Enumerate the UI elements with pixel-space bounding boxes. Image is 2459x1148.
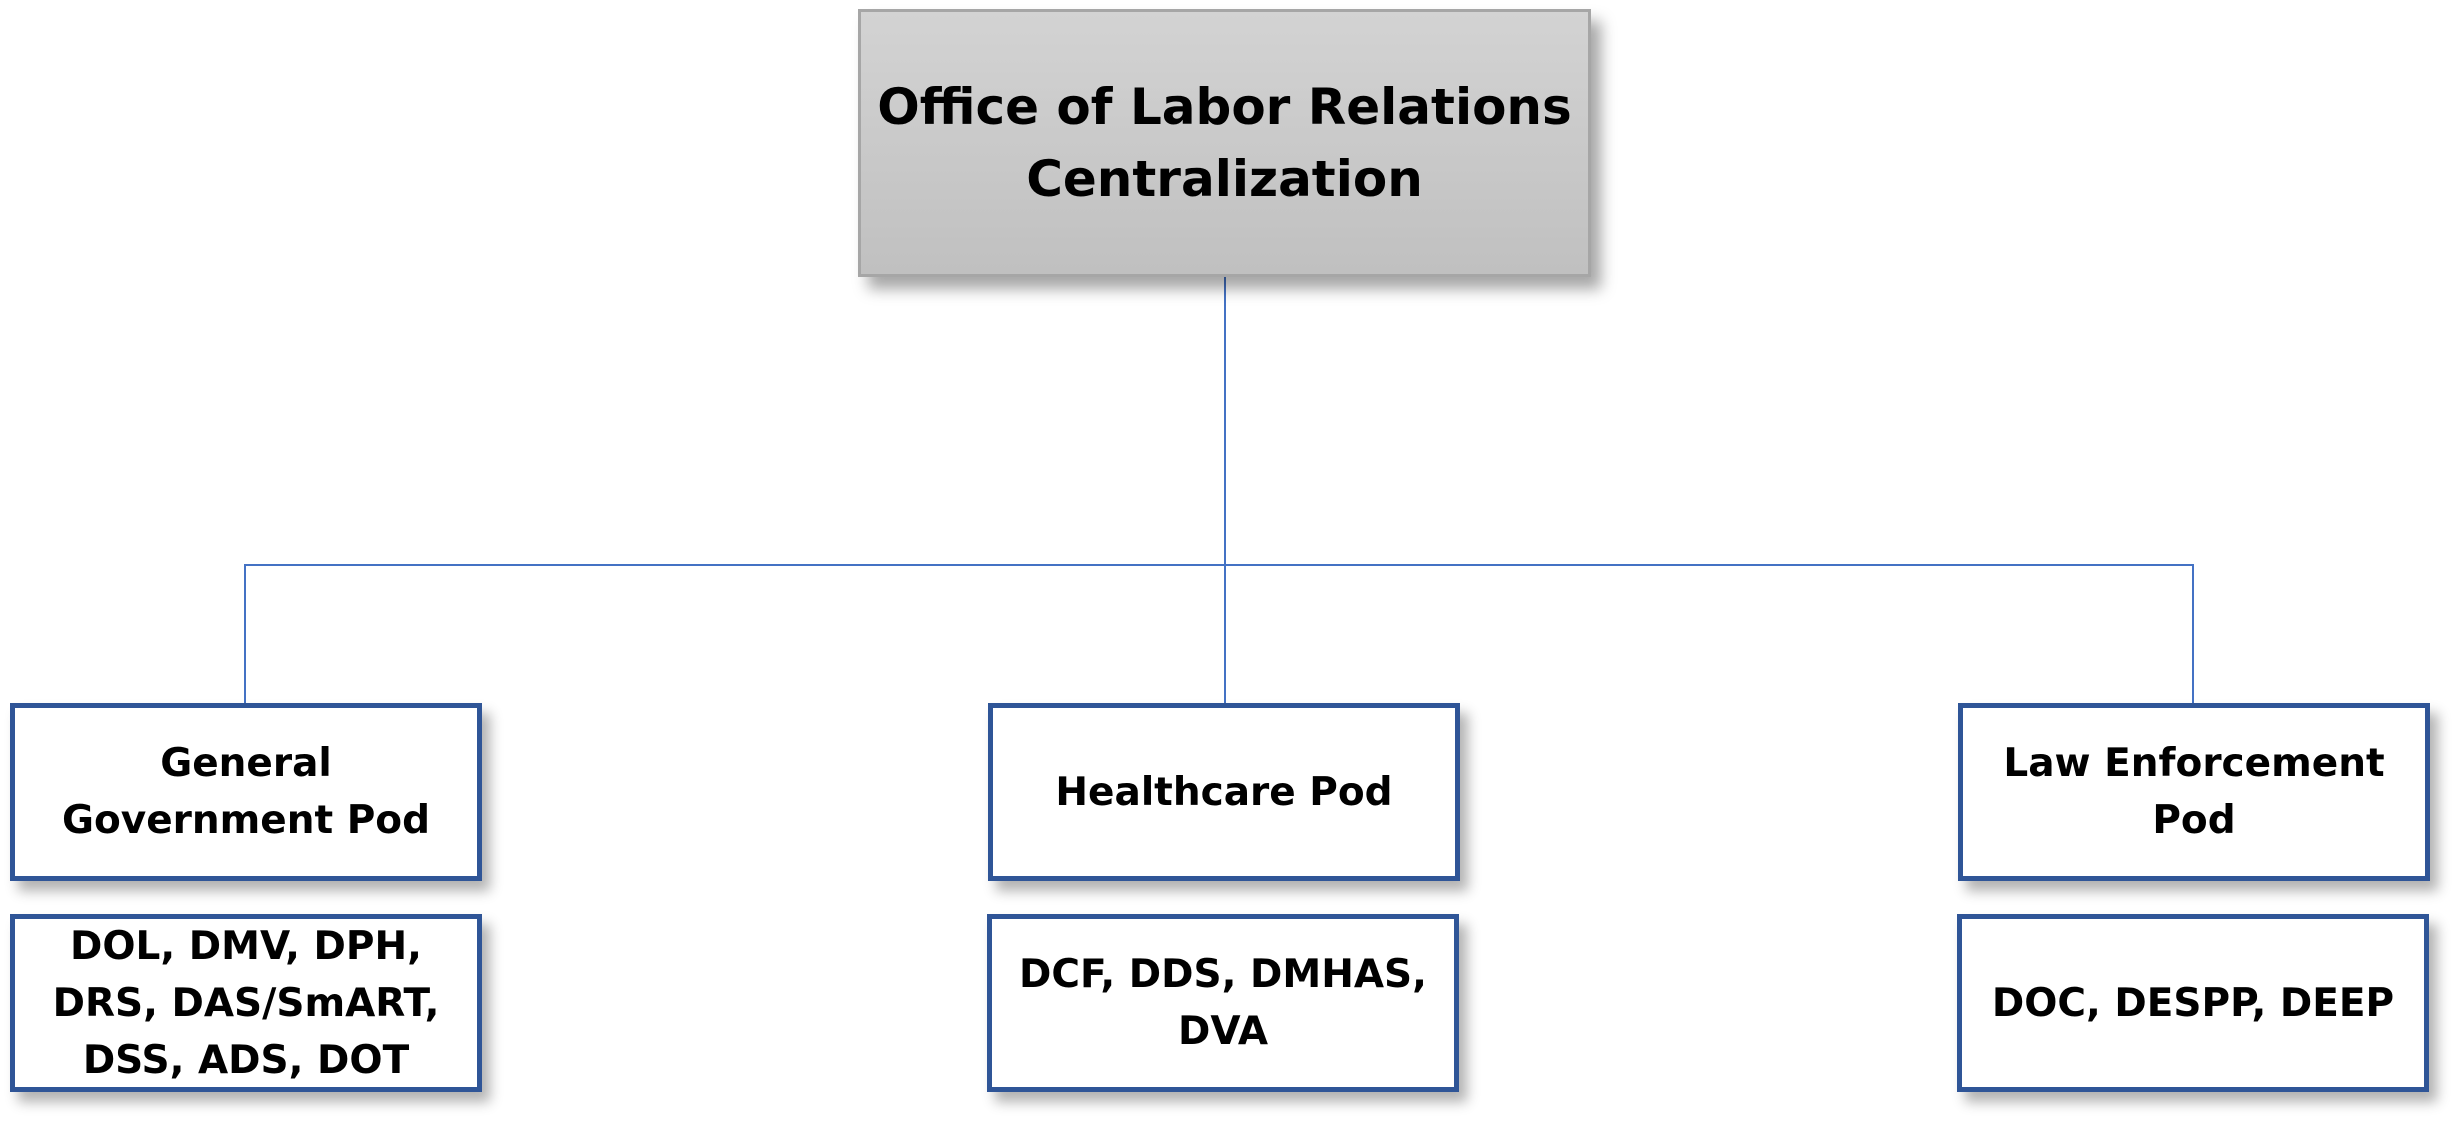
- horizontal-connector: [244, 564, 2194, 566]
- pod-agencies: DOL, DMV, DPH, DRS, DAS/SmART, DSS, ADS,…: [52, 923, 440, 1083]
- pod-healthcare-agencies: DCF, DDS, DMHAS, DVA: [987, 914, 1459, 1092]
- connector-healthcare: [1224, 564, 1226, 704]
- pod-title: General Government Pod: [61, 741, 431, 843]
- pod-general-government: General Government Pod: [10, 703, 482, 881]
- connector-general-government: [244, 564, 246, 704]
- pod-law-enforcement-agencies: DOC, DESPP, DEEP: [1957, 914, 2429, 1092]
- pod-title: Law Enforcement Pod: [2003, 741, 2385, 843]
- root-label: Office of Labor Relations Centralization: [877, 78, 1572, 208]
- pod-title: Healthcare Pod: [1055, 769, 1393, 815]
- root-node: Office of Labor Relations Centralization: [858, 9, 1591, 277]
- pod-agencies: DCF, DDS, DMHAS, DVA: [1019, 952, 1427, 1054]
- connector-law-enforcement: [2192, 564, 2194, 704]
- pod-law-enforcement: Law Enforcement Pod: [1958, 703, 2430, 881]
- pod-healthcare: Healthcare Pod: [988, 703, 1460, 881]
- root-connector: [1224, 277, 1226, 565]
- pod-general-government-agencies: DOL, DMV, DPH, DRS, DAS/SmART, DSS, ADS,…: [10, 914, 482, 1092]
- pod-agencies: DOC, DESPP, DEEP: [1991, 980, 2395, 1026]
